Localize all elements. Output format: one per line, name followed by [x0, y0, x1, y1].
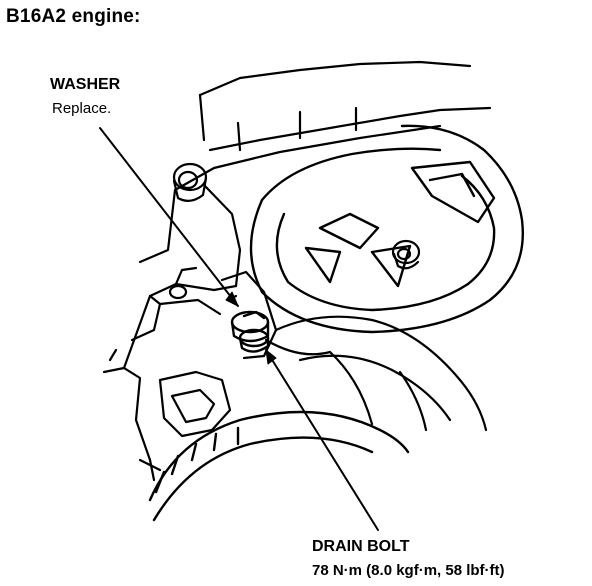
- drain-bolt-leader-line: [265, 349, 379, 531]
- drain-bolt-washer: [230, 310, 270, 353]
- drain-bolt-leader-arrowhead: [265, 349, 277, 365]
- upper-stud: [172, 162, 208, 202]
- drain-bolt-torque-spec: 78 N·m (8.0 kgf·m, 58 lbf·ft): [312, 562, 505, 579]
- washer-leader-arrowhead: [225, 291, 239, 307]
- flywheel-arc: [148, 410, 410, 522]
- figure-title: B16A2 engine:: [6, 6, 141, 27]
- washer-note: Replace.: [52, 100, 112, 117]
- engine-block-outline: [138, 60, 492, 288]
- right-nut: [391, 239, 421, 270]
- lower-case-outline: [102, 266, 238, 482]
- washer-label: WASHER: [50, 76, 121, 93]
- bell-housing: [249, 124, 524, 334]
- lower-right-housing: [274, 315, 488, 432]
- washer-leader-line: [99, 127, 239, 307]
- drain-bolt-label: DRAIN BOLT: [312, 538, 410, 555]
